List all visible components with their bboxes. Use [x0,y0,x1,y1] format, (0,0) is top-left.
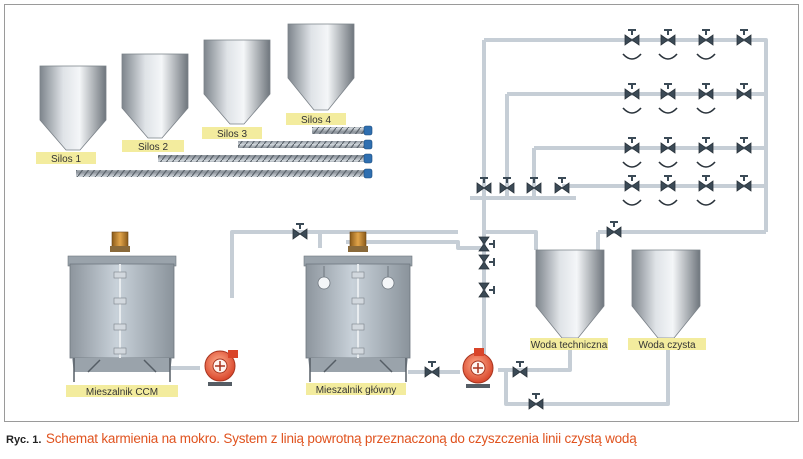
mixer-ccm: Mieszalnik CCM [66,231,178,398]
screw-conveyors [76,125,373,179]
silo-4-label: Silos 4 [301,115,331,126]
silo-4: Silos 4 [286,23,355,126]
pump-main [462,348,494,388]
caption-prefix: Ryc. 1. [6,434,42,446]
tank-technical: Woda techniczna [530,249,608,351]
tank-technical-label: Woda techniczna [531,340,608,351]
silo-3: Silos 3 [202,39,271,140]
silo-1-label: Silos 1 [51,154,81,165]
tank-clean: Woda czysta [628,249,706,351]
silo-2: Silos 2 [121,53,189,153]
mixer-main: Mieszalnik główny [303,231,413,396]
caption-title: Schemat karmienia na mokro. System z lin… [45,431,637,446]
silo-1: Silos 1 [36,65,107,165]
silo-2-label: Silos 2 [138,142,168,153]
pump-ccm [204,350,238,386]
mixer-main-label: Mieszalnik główny [316,385,397,396]
wet-feeding-diagram: Silos 1 Silos 2 Silos 3 Silos 4 [36,23,768,410]
silo-group: Silos 1 Silos 2 Silos 3 Silos 4 [36,23,355,165]
figure-caption: Ryc. 1. Schemat karmienia na mokro. Syst… [6,430,796,448]
tank-clean-label: Woda czysta [638,340,695,351]
silo-3-label: Silos 3 [217,129,247,140]
mixer-ccm-label: Mieszalnik CCM [86,387,158,398]
pipe-network [170,38,768,406]
